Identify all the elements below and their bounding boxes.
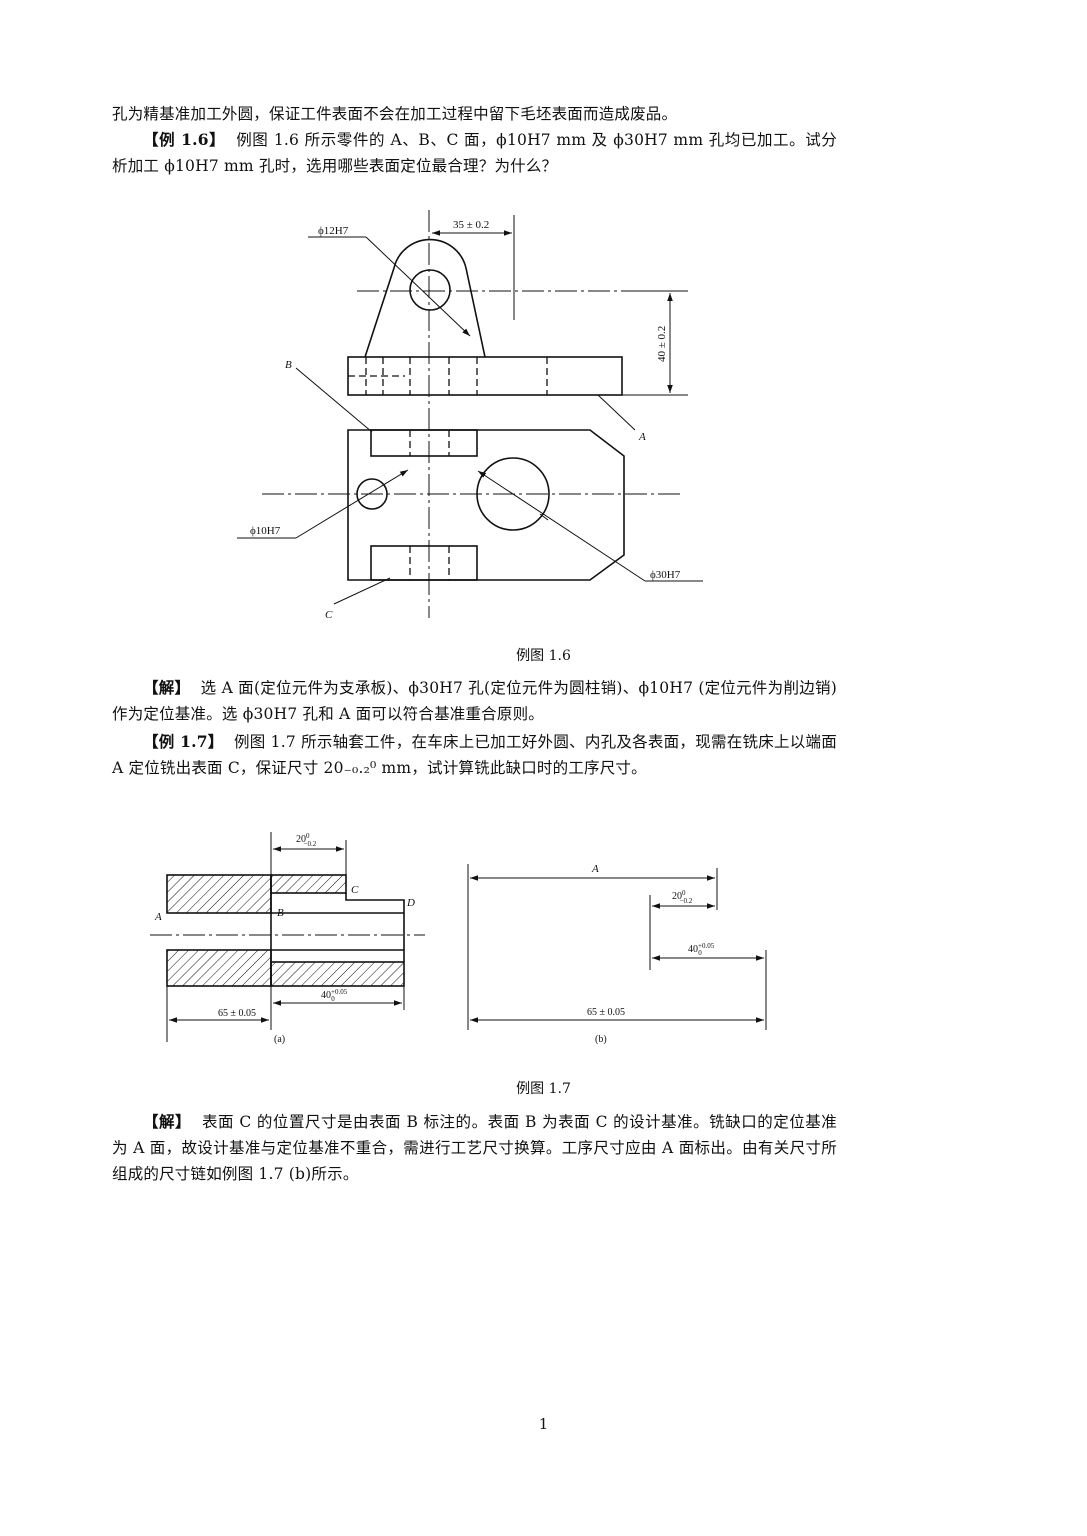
hatch-lower-right [270, 961, 405, 987]
b-dim-20: 200−0.2 [672, 889, 693, 905]
hatch-lower-left [166, 949, 272, 987]
paragraph-intro: 孔为精基准加工外圆，保证工件表面不会在加工过程中留下毛坯表面而造成废品。 [112, 105, 678, 123]
dim-40: 40 ± 0.2 [656, 326, 668, 362]
a-subcaption: (a) [274, 1034, 285, 1045]
a-label-c: C [351, 884, 359, 896]
slot-top [370, 429, 478, 457]
a-label-b: B [277, 907, 284, 919]
step-d-outline [345, 893, 405, 962]
label-a: A [638, 431, 646, 443]
hatch-upper-right [270, 874, 347, 894]
hole-10-circle [356, 478, 388, 510]
paragraph-example-1-7: 【例 1.7】 例图 1.7 所示轴套工件，在车床上已加工好外圆、内孔及各表面，… [112, 732, 837, 777]
a-label-a: A [154, 911, 162, 923]
base-plate [347, 356, 623, 396]
paragraph-solution-1-6: 【解】 选 A 面(定位元件为支承板)、ϕ30H7 孔(定位元件为圆柱销)、ϕ1… [112, 678, 837, 723]
label-c: C [325, 609, 333, 621]
example-1-7-tag: 【例 1.7】 [143, 732, 224, 751]
hatch-upper-left [166, 874, 272, 914]
label-phi30: ϕ30H7 [650, 569, 681, 581]
a-label-d: D [406, 897, 415, 909]
paragraph-solution-1-7: 【解】 表面 C 的位置尺寸是由表面 B 标注的。表面 B 为表面 C 的设计基… [112, 1112, 837, 1183]
b-label-a: A [591, 863, 599, 875]
label-phi10: ϕ10H7 [250, 525, 281, 537]
plan-view-outline [347, 429, 625, 581]
caption-figure-1-6: 例图 1.6 [516, 648, 571, 664]
label-b: B [285, 359, 292, 371]
page-number: 1 [538, 1415, 549, 1433]
figure-1-6: 35 ± 0.2 40 ± 0.2 ϕ12H7 B A ϕ10H7 ϕ30H7 … [237, 210, 703, 621]
solution-1-6-tag: 【解】 [143, 678, 191, 697]
slot-bottom [370, 545, 478, 581]
b-dim-65: 65 ± 0.05 [587, 1007, 625, 1018]
caption-figure-1-7: 例图 1.7 [516, 1081, 571, 1097]
a-dim-65: 65 ± 0.05 [218, 1008, 256, 1019]
hole-30-circle [476, 457, 550, 531]
label-phi12: ϕ12H7 [318, 225, 349, 237]
a-dim-20: 200−0.2 [296, 832, 317, 848]
solution-1-7-tag: 【解】 [143, 1112, 192, 1131]
lug-outline [364, 238, 486, 358]
example-1-6-tag: 【例 1.6】 [143, 130, 226, 149]
paragraph-example-1-6: 【例 1.6】 例图 1.6 所示零件的 A、B、C 面，ϕ10H7 mm 及 … [112, 130, 837, 175]
dim-35: 35 ± 0.2 [453, 219, 489, 231]
hole-12-circle [409, 269, 451, 311]
b-subcaption: (b) [595, 1034, 607, 1045]
